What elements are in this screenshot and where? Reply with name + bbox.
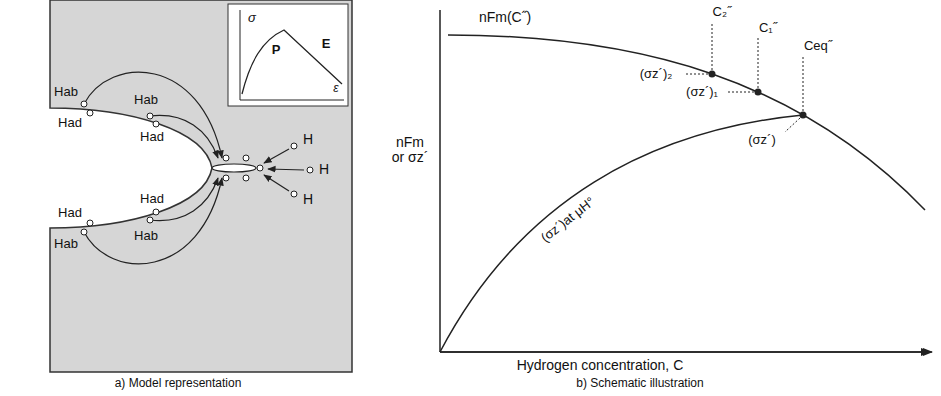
dotted-leaders — [684, 22, 803, 132]
curve-points — [709, 71, 807, 119]
hydrogen-label: H — [303, 192, 313, 207]
hydrogen-label: Had — [140, 130, 164, 144]
nfm-curve — [448, 35, 925, 210]
hydrogen-atom — [81, 101, 313, 235]
hydrogen-label: Hab — [134, 229, 158, 243]
hydrogen-label: H — [319, 162, 329, 177]
stress-label: (σz´)₁ — [686, 85, 718, 99]
material-block — [50, 0, 352, 372]
hydrogen-label: Had — [140, 192, 164, 206]
hydrogen-label: Hab — [134, 93, 158, 107]
curve-label: nFm(C˝) — [479, 10, 531, 25]
inset-axes — [240, 10, 344, 100]
hydrogen-label: H — [303, 132, 313, 147]
hydrogen-label: Had — [58, 116, 82, 130]
concentration-label: Ceq˝ — [804, 39, 832, 53]
axis-symbol: σ — [248, 11, 256, 25]
axis-symbol: ε — [333, 82, 338, 95]
axis-title: Hydrogen concentration, C — [517, 358, 684, 373]
concentration-label: C₁˝ — [759, 21, 777, 35]
hydrogen-label: Hab — [54, 237, 78, 251]
inset-box — [228, 4, 348, 106]
panel-caption: b) Schematic illustration — [576, 377, 703, 390]
stress-strain-curve — [242, 30, 342, 94]
panel-caption: a) Model representation — [115, 377, 242, 390]
stress-label: (σz´)₂ — [640, 67, 673, 81]
axis-title: nFm or σz´ — [388, 135, 432, 166]
curve-label: (σz´)at μH° — [538, 195, 597, 246]
chart-axis-x — [440, 351, 932, 353]
crack — [212, 164, 256, 172]
chart-axes — [440, 10, 930, 352]
hydrogen-label: Had — [58, 206, 82, 220]
hydrogen-label: Hab — [54, 85, 78, 99]
region-label: P — [272, 43, 281, 57]
concentration-label: C₂˝ — [713, 5, 732, 19]
stress-label: (σz´) — [748, 133, 776, 147]
region-label: E — [322, 37, 331, 51]
sigma-curve — [440, 115, 803, 352]
